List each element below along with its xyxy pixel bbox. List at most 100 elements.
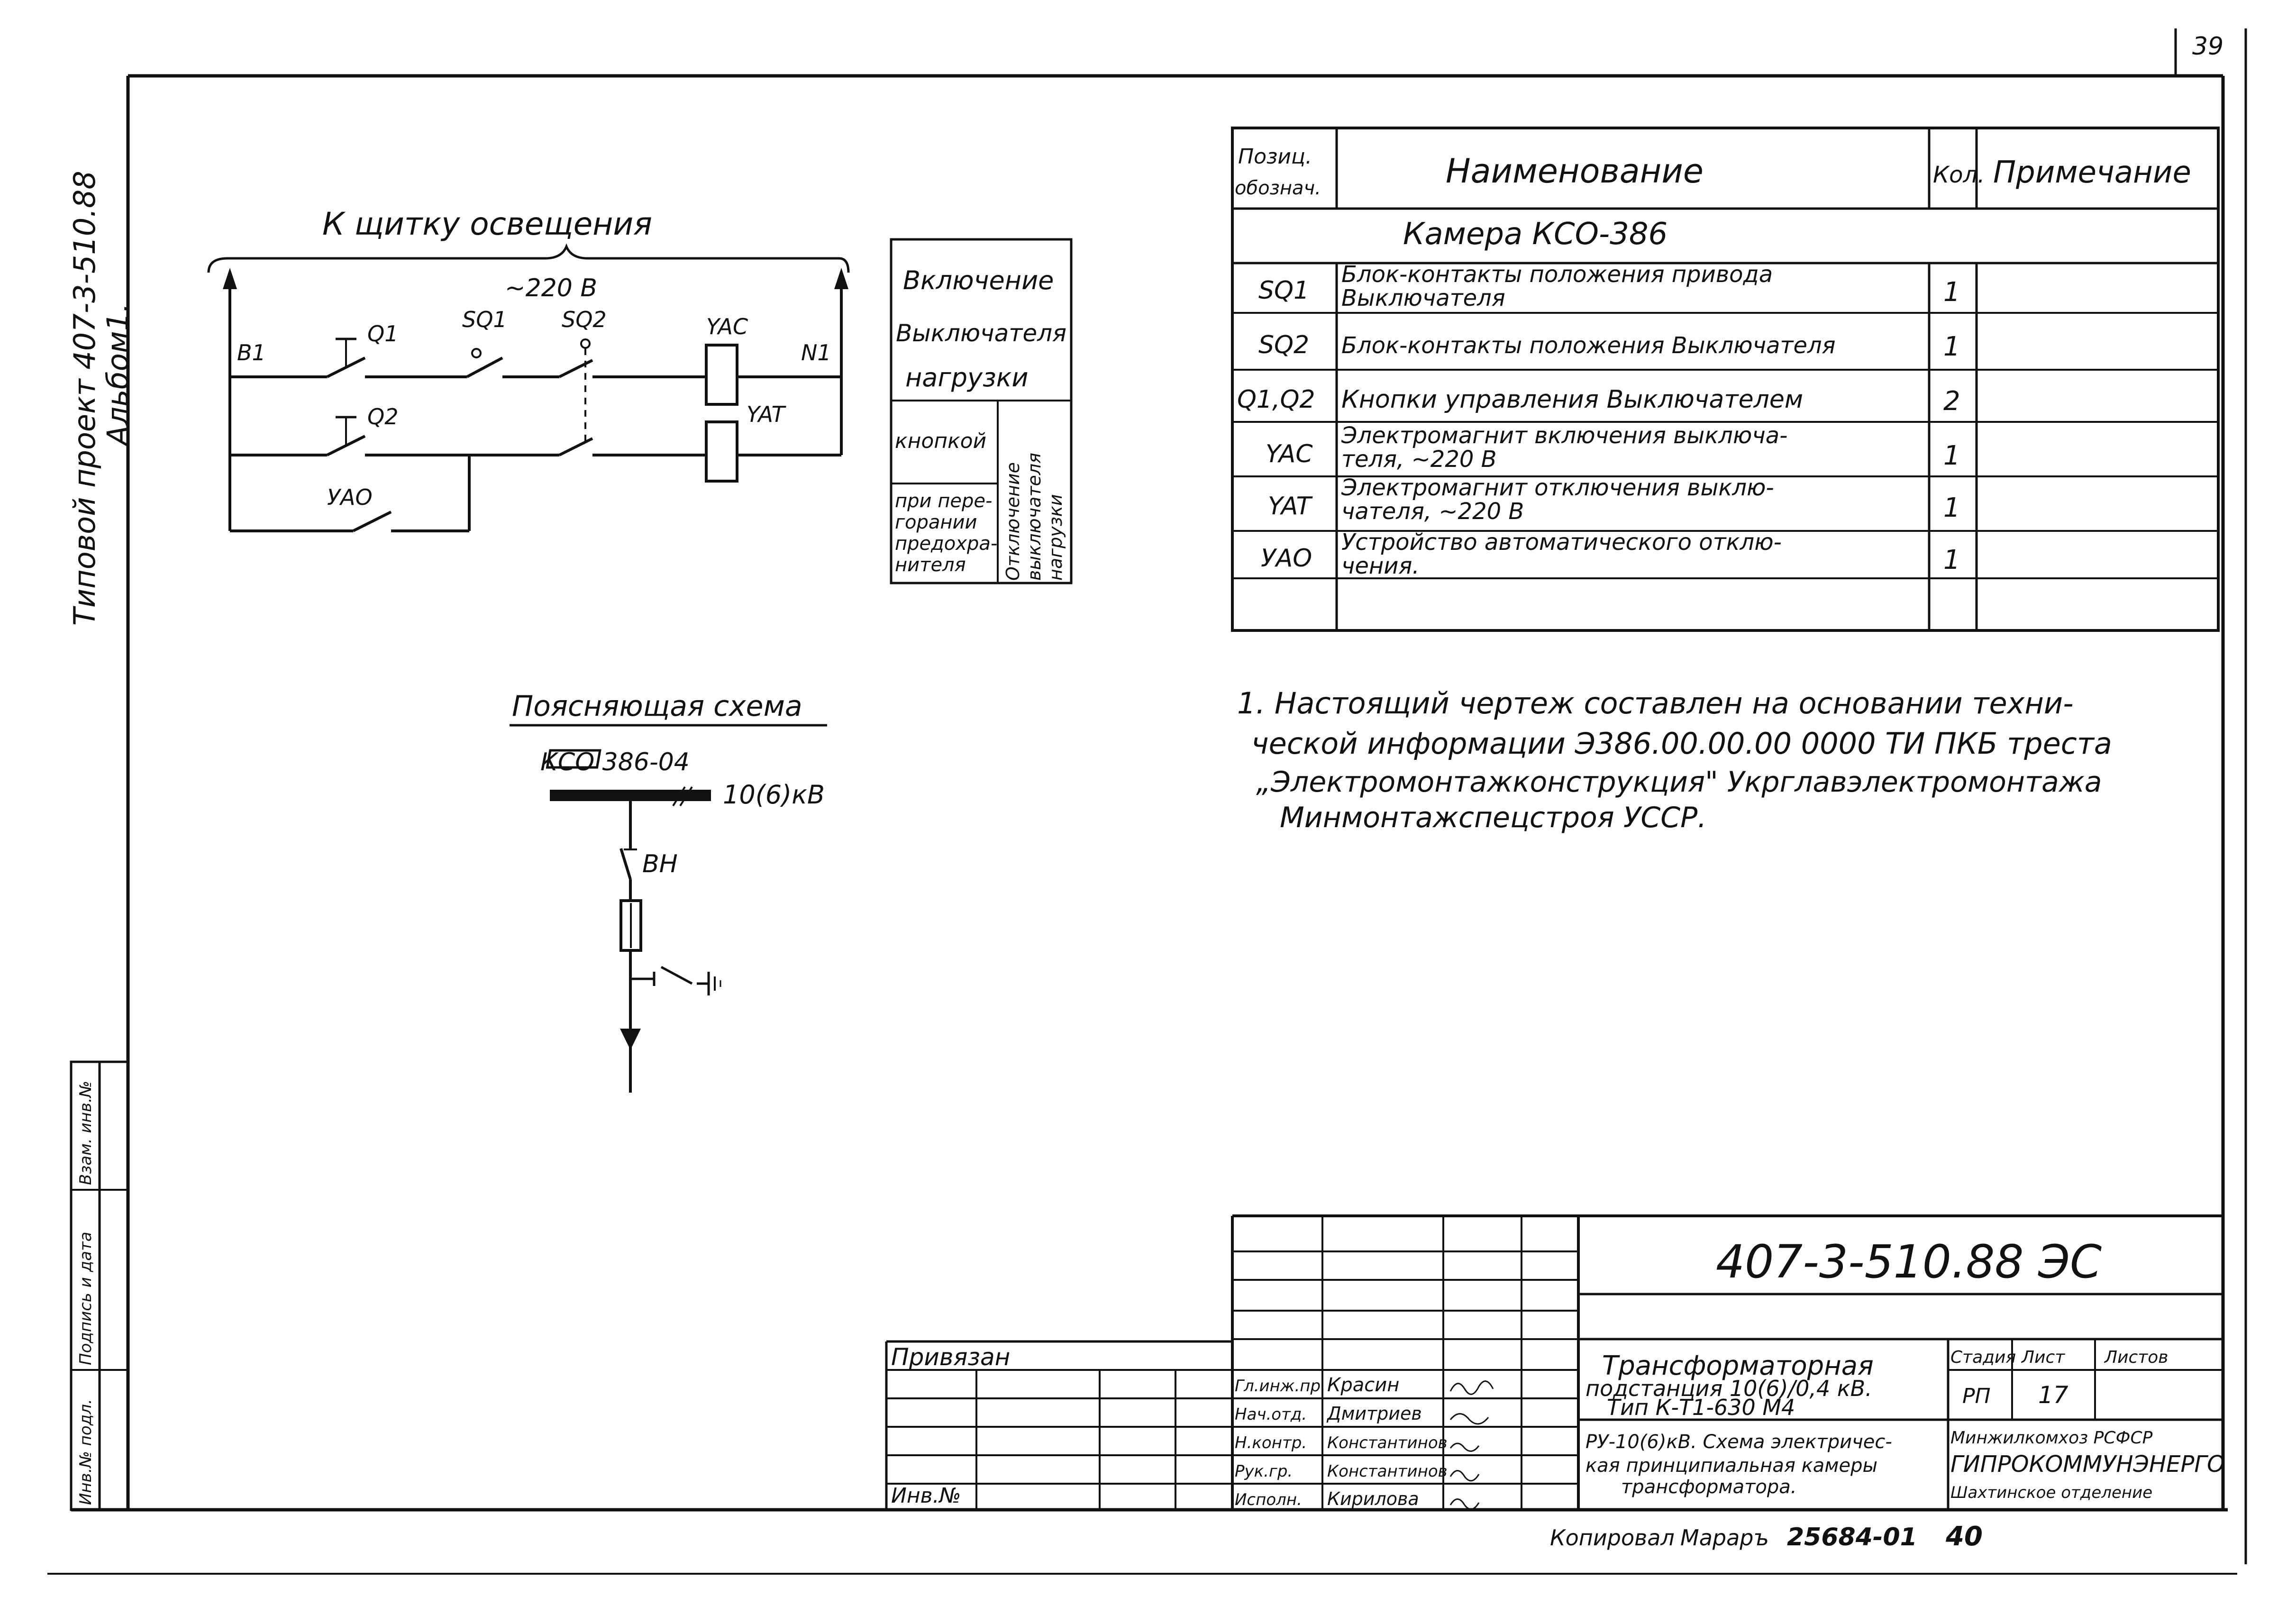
control-header-3: нагрузки [905,363,1028,392]
stamp-vzam-inv: Взам. инв.№ [76,1081,95,1185]
footer: Копировал Мараръ 25684-01 40 [1550,1521,1983,1552]
control-header-2: Выключателя [896,319,1066,347]
signature-3 [1449,1442,1480,1452]
svg-text:Константинов: Константинов [1327,1462,1448,1481]
svg-text:Нач.отд.: Нач.отд. [1235,1405,1307,1424]
table-row: YAT Электромагнит отключения выклю- чате… [1268,474,1960,525]
svg-text:Кирилова: Кирилова [1327,1488,1419,1509]
binding-label: Привязан [891,1343,1010,1371]
org-3: Шахтинское отделение [1950,1483,2152,1502]
svg-text:1: 1 [1943,277,1960,308]
object-title-1: Трансформаторная [1602,1350,1874,1381]
schematic-title: К щитку освещения [322,206,652,242]
label-yao: УАО [327,484,373,510]
label-n1: N1 [801,340,831,365]
object-title-3: Тип К-Т1-630 М4 [1607,1395,1795,1420]
svg-text:Константинов: Константинов [1327,1433,1448,1452]
header-qty: Кол. [1933,162,1985,188]
control-off-2: выключателя [1024,453,1045,581]
table-row: SQ1 Блок-контакты положения привода Выкл… [1258,261,1960,311]
svg-text:YAT: YAT [1268,492,1313,520]
control-header-1: Включение [903,265,1054,295]
title-block: Привязан Инв.№ Гл.инж.пр. Нач.отд. Н.кон… [885,1214,2225,1510]
explanatory-title: Поясняющая схема [512,690,802,723]
side-label: Типовой проект 407-3-510.88 Альбом1. [67,171,135,626]
svg-text:1: 1 [1943,331,1960,362]
svg-text:Блок-контакты положения привод: Блок-контакты положения привода [1341,261,1773,288]
control-by-button: кнопкой [895,429,986,453]
control-fuse-4: нителя [895,554,966,576]
stamp-signature-date: Подпись и дата [76,1232,95,1365]
note-line-3: „Электромонтажконструкция" Укрглавэлектр… [1256,766,2102,799]
drawing-code: 407-3-510.88 ЭС [1716,1235,2102,1288]
svg-text:SQ1: SQ1 [1258,276,1309,305]
order-number: 25684-01 [1787,1523,1917,1551]
arrow-down-icon [620,1029,641,1050]
arrow-up-left-icon [223,268,237,289]
sheet-header: Лист [2021,1348,2065,1367]
inv-number-label: Инв.№ [891,1484,961,1508]
signature-4 [1449,1470,1480,1482]
org-2: ГИПРОКОММУНЭНЕРГО [1950,1451,2225,1478]
page-number: 40 [1945,1521,1983,1552]
svg-text:Красин: Красин [1327,1374,1399,1396]
specification-table: Позиц. обознач. Наименование Кол. Примеч… [1231,127,2220,632]
object-title-2: подстанция 10(6)/0,4 кВ. [1585,1376,1872,1401]
copied-label: Копировал [1550,1525,1675,1551]
sheet-value: 17 [2038,1381,2068,1409]
table-row: Q1,Q2 Кнопки управления Выключателем 2 [1237,385,1960,417]
svg-text:Устройство автоматического отк: Устройство автоматического отклю- [1341,529,1782,556]
svg-text:YAC: YAC [1266,440,1313,468]
side-label-album: Альбом1. [100,303,135,447]
svg-text:1: 1 [1943,493,1960,523]
control-fuse-1: при пере- [895,490,992,512]
sheet-number: 39 [2192,32,2223,61]
svg-text:Дмитриев: Дмитриев [1326,1403,1422,1424]
label-sq1: SQ1 [462,307,507,332]
drawing-title-1: РУ-10(6)кВ. Схема электричес- [1585,1431,1892,1453]
svg-text:SQ2: SQ2 [1258,331,1309,359]
svg-text:1: 1 [1943,545,1960,575]
control-off-1: Отключение [1002,462,1023,581]
control-schematic: К щитку освещения ~220 В В1 N1 Q1 SQ1 SQ… [207,206,850,532]
label-yac: YAC [706,314,748,339]
sheet-frame [47,28,2247,1575]
control-mode-table: Включение Выключателя нагрузки кнопкой п… [890,238,1073,584]
svg-text:Электромагнит включения выключ: Электромагнит включения выключа- [1341,422,1787,449]
svg-text:Электромагнит отключения выклю: Электромагнит отключения выклю- [1341,474,1774,501]
signature-5 [1449,1498,1480,1510]
sheets-header: Листов [2104,1348,2168,1367]
stage-header: Стадия [1950,1348,2016,1367]
label-q1: Q1 [367,321,398,347]
table-row: УАО Устройство автоматического отклю- че… [1261,529,1960,579]
header-name: Наименование [1446,152,1704,191]
svg-text:2: 2 [1943,386,1960,417]
svg-text:Блок-контакты положения Выключ: Блок-контакты положения Выключателя [1341,332,1836,359]
svg-text:Q1,Q2: Q1,Q2 [1237,385,1315,414]
control-fuse-2: горании [895,511,977,533]
table-row: SQ2 Блок-контакты положения Выключателя … [1258,331,1960,362]
note-line-4: Минмонтажспецстроя УССР. [1280,801,1706,834]
svg-text:Кнопки управления Выключателем: Кнопки управления Выключателем [1341,385,1803,414]
copied-by: Мараръ [1680,1525,1769,1551]
explanatory-diagram: Поясняющая схема КСО 386-04 10(6)кВ ВН [510,690,827,1093]
svg-text:Выключателя: Выключателя [1341,285,1505,311]
cell-type: КСО 386-04 [540,748,690,776]
control-off-3: нагрузки [1045,494,1066,581]
table-row: YAC Электромагнит включения выключа- тел… [1266,422,1960,473]
svg-text:чателя, ~220 В: чателя, ~220 В [1341,498,1524,525]
header-note: Примечание [1993,155,2191,190]
schematic-voltage: ~220 В [505,274,597,302]
drawing-title-3: трансформатора. [1621,1476,1797,1498]
svg-text:теля, ~220 В: теля, ~220 В [1341,446,1497,473]
org-1: Минжилкомхоз РСФСР [1950,1428,2153,1448]
signature-2 [1449,1413,1489,1425]
section-title: Камера КСО-386 [1403,217,1667,252]
svg-text:Рук.гр.: Рук.гр. [1235,1462,1293,1481]
side-label-project: Типовой проект 407-3-510.88 [67,171,102,626]
switch-label: ВН [642,850,678,878]
left-stamp: Инв.№ подл. Подпись и дата Взам. инв.№ [70,1060,129,1511]
schematic-brace [207,243,850,273]
control-fuse-3: предохра- [895,533,997,555]
